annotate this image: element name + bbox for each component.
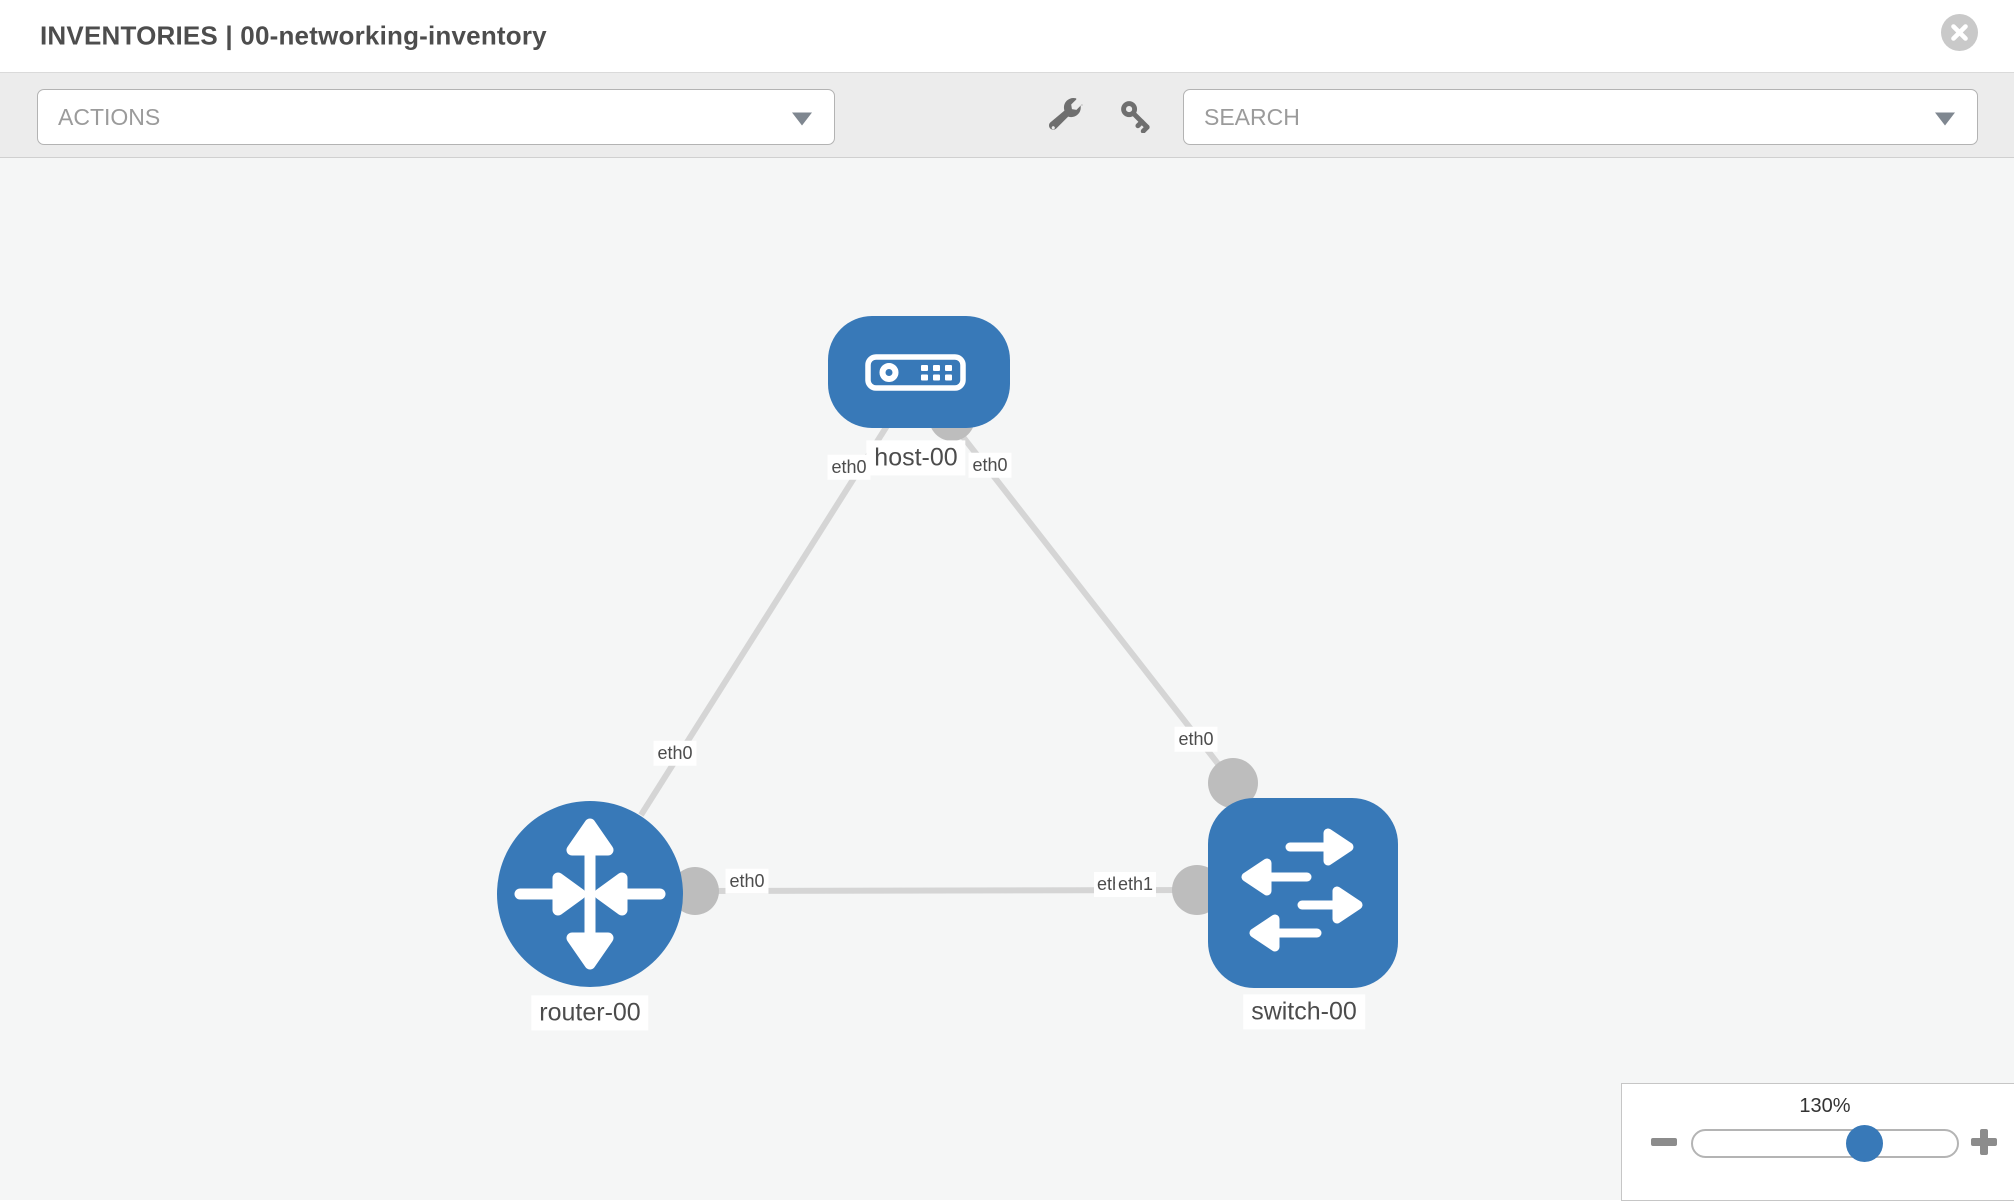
plus-icon (1980, 1129, 1988, 1155)
zoom-slider-track[interactable] (1691, 1129, 1959, 1158)
topology-graph (497, 316, 1398, 988)
search-dropdown-label: SEARCH (1204, 103, 1300, 130)
connector-router-right (671, 867, 719, 915)
credentials-button[interactable] (1119, 99, 1153, 134)
zoom-level-value: 130% (1799, 1095, 1851, 1117)
topology-canvas[interactable]: eth0 eth0 host-00 eth0 eth0 eth0 eth1 et… (0, 158, 2014, 1200)
zoom-control-panel: 130% (1621, 1083, 2014, 1201)
page-title: INVENTORIES | 00-networking-inventory (40, 20, 547, 51)
node-label-host: host-00 (866, 440, 966, 476)
server-icon (865, 354, 966, 391)
interface-label: eth0 (653, 740, 697, 766)
wrench-icon (1048, 98, 1083, 130)
caret-down-icon (1935, 112, 1955, 126)
interface-label: eth1 (1115, 872, 1157, 897)
zoom-slider-thumb[interactable] (1846, 1125, 1883, 1162)
router-arrows-icon (514, 818, 666, 970)
interface-label: eth0 (725, 868, 769, 894)
connector-switch-top (1208, 758, 1258, 808)
configure-button[interactable] (1048, 98, 1083, 132)
node-router-00[interactable] (497, 801, 683, 987)
search-dropdown[interactable]: SEARCH (1183, 89, 1978, 145)
close-button[interactable] (1941, 14, 1978, 51)
zoom-out-button[interactable] (1651, 1138, 1677, 1146)
interface-label: eth0 (968, 452, 1012, 478)
toolbar: ACTIONS SEARCH (0, 72, 2014, 158)
zoom-in-button[interactable] (1971, 1129, 1997, 1155)
switch-arrows-icon (1241, 828, 1363, 952)
node-label-switch: switch-00 (1243, 994, 1365, 1030)
key-icon (1121, 101, 1150, 134)
interface-label: eth0 (1174, 726, 1218, 752)
panel-header: INVENTORIES | 00-networking-inventory (0, 0, 2014, 72)
node-switch-00[interactable] (1208, 798, 1398, 988)
close-icon (1951, 24, 1968, 41)
node-label-router: router-00 (531, 995, 649, 1031)
interface-label: eth0 (827, 454, 871, 480)
caret-down-icon (792, 112, 812, 126)
actions-dropdown[interactable]: ACTIONS (37, 89, 835, 145)
node-host-00[interactable] (828, 316, 1010, 428)
minus-icon (1651, 1138, 1677, 1146)
actions-dropdown-label: ACTIONS (58, 103, 161, 130)
edges-group (638, 408, 1236, 894)
